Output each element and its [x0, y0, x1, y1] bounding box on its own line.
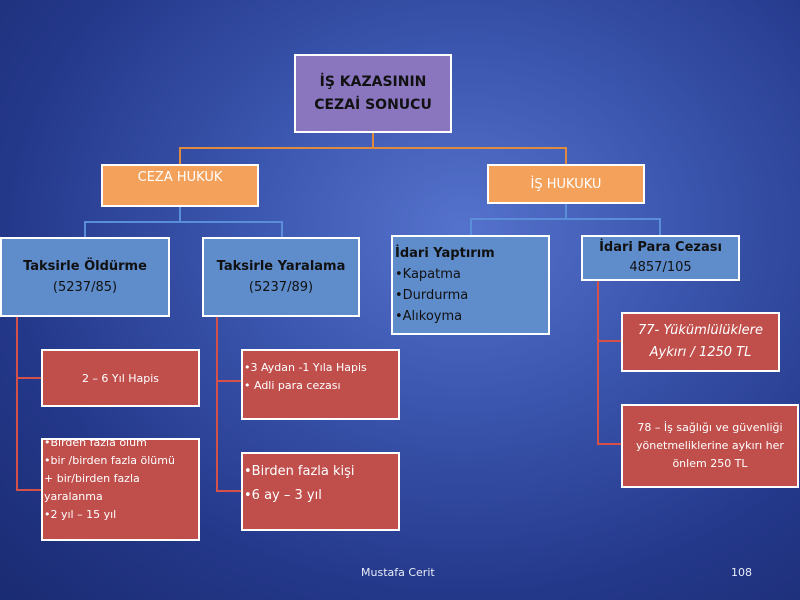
idari-para-law: 4857/105 — [629, 260, 692, 275]
list-item: •6 ay – 3 yıl — [244, 488, 322, 503]
connector — [179, 206, 181, 222]
connector — [84, 221, 86, 238]
list-item: yaralanma — [44, 490, 103, 503]
list-item: •bir /birden fazla ölümü — [44, 454, 175, 467]
madde-77-box: 77- Yükümlülüklere Aykırı / 1250 TL — [621, 312, 780, 372]
connector — [597, 280, 599, 445]
root-line2: CEZAİ SONUCU — [314, 96, 432, 113]
idari-para-title: İdari Para Cezası — [599, 240, 722, 255]
taksirle-yaralama-node: Taksirle Yaralama (5237/89) — [202, 237, 360, 317]
list-item: •2 yıl – 15 yıl — [44, 508, 117, 521]
connector — [179, 147, 181, 165]
footer-author: Mustafa Cerit — [361, 566, 435, 579]
ceza-hukuk-label: CEZA HUKUK — [137, 170, 223, 185]
madde-78-line3: önlem 250 TL — [672, 457, 748, 470]
madde-77-line2: Aykırı / 1250 TL — [649, 345, 752, 360]
connector — [16, 316, 18, 491]
list-item: • Adli para cezası — [244, 379, 341, 392]
is-hukuku-node: İŞ HUKUKU — [487, 164, 645, 204]
list-item: + bir/birden fazla — [44, 472, 140, 485]
connector — [216, 490, 242, 492]
oldurme-hapis-box: 2 – 6 Yıl Hapis — [41, 349, 200, 407]
list-item: •Alıkoyma — [395, 309, 463, 324]
connector — [84, 221, 282, 223]
oldurme-coklu-list: •Birden fazla ölüm •bir /birden fazla öl… — [44, 434, 198, 524]
madde-78-box: 78 – İş sağlığı ve güvenliği yönetmelikl… — [621, 404, 799, 488]
taksirle-oldurme-title: Taksirle Öldürme — [23, 259, 147, 274]
taksirle-yaralama-law: (5237/89) — [248, 280, 314, 295]
yaralama-hapis-list: •3 Aydan -1 Yıla Hapis • Adli para cezas… — [244, 359, 398, 395]
list-item: •Kapatma — [395, 267, 461, 282]
ceza-hukuk-node: CEZA HUKUK — [101, 164, 259, 207]
oldurme-coklu-box: •Birden fazla ölüm •bir /birden fazla öl… — [41, 436, 200, 541]
taksirle-oldurme-node: Taksirle Öldürme (5237/85) — [0, 237, 170, 317]
taksirle-oldurme-law: (5237/85) — [52, 280, 118, 295]
list-item: •Durdurma — [395, 288, 469, 303]
connector — [16, 489, 42, 491]
taksirle-yaralama-title: Taksirle Yaralama — [216, 259, 346, 274]
connector — [597, 443, 622, 445]
idari-yaptirim-title: İdari Yaptırım — [395, 246, 495, 261]
page-number: 108 — [731, 566, 752, 579]
yaralama-coklu-list: •Birden fazla kişi •6 ay – 3 yıl — [244, 460, 398, 508]
yaralama-coklu-box: •Birden fazla kişi •6 ay – 3 yıl — [241, 452, 400, 531]
connector — [180, 147, 566, 149]
connector — [281, 221, 283, 238]
idari-para-cezasi-node: İdari Para Cezası 4857/105 — [581, 235, 740, 281]
madde-78-line1: 78 – İş sağlığı ve güvenliği — [637, 421, 783, 434]
list-item: •3 Aydan -1 Yıla Hapis — [244, 361, 367, 374]
connector — [216, 380, 242, 382]
idari-yaptirim-node: İdari Yaptırım •Kapatma •Durdurma •Alıko… — [391, 235, 550, 335]
connector — [470, 218, 661, 220]
idari-yaptirim-list: •Kapatma •Durdurma •Alıkoyma — [395, 264, 548, 327]
list-item: •Birden fazla kişi — [244, 464, 355, 479]
connector — [565, 203, 567, 219]
madde-77-line1: 77- Yükümlülüklere — [638, 323, 763, 338]
yaralama-hapis-box: •3 Aydan -1 Yıla Hapis • Adli para cezas… — [241, 349, 400, 420]
list-item: •Birden fazla ölüm — [44, 436, 147, 449]
connector — [216, 316, 218, 492]
connector — [565, 147, 567, 165]
root-line1: İŞ KAZASININ — [319, 73, 427, 90]
connector — [659, 218, 661, 236]
connector — [16, 377, 42, 379]
connector — [470, 218, 472, 236]
madde-78-line2: yönetmeliklerine aykırı her — [636, 439, 784, 452]
connector — [597, 340, 622, 342]
oldurme-hapis-text: 2 – 6 Yıl Hapis — [81, 371, 160, 385]
root-node: İŞ KAZASININ CEZAİ SONUCU — [294, 54, 452, 133]
connector — [372, 132, 374, 148]
is-hukuku-label: İŞ HUKUKU — [530, 176, 602, 192]
